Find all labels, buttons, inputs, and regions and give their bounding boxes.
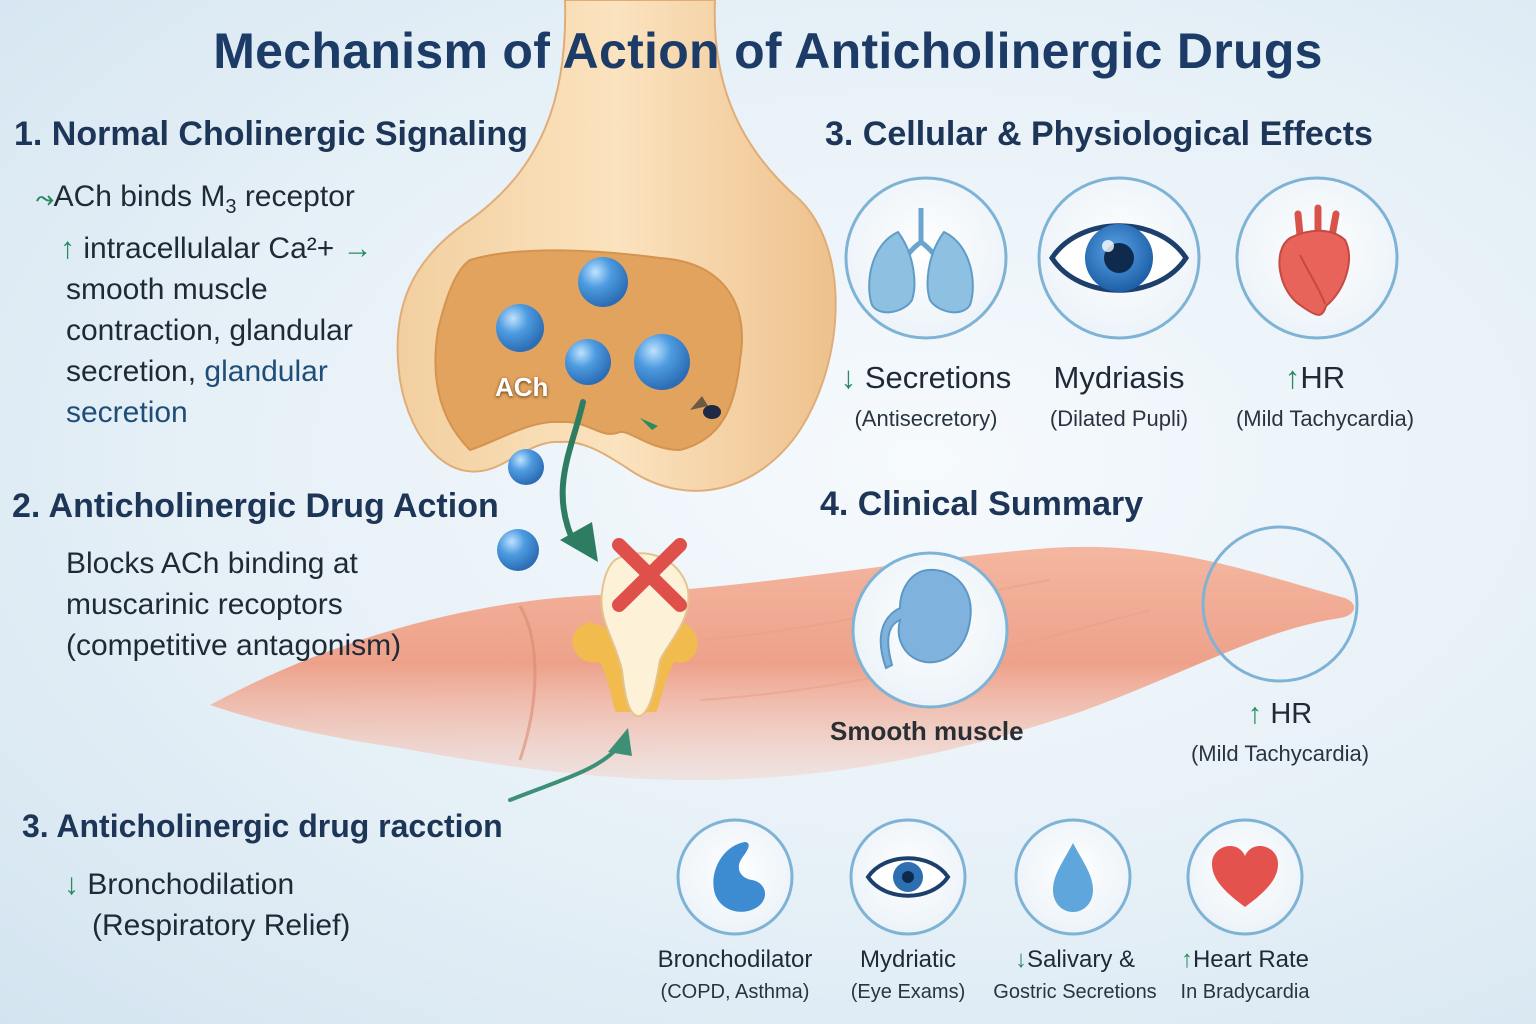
section1-heading: 1. Normal Cholinergic Signaling — [14, 115, 528, 153]
clinical-mydriatic-label: Mydriatic — [859, 946, 956, 973]
page-title: Mechanism of Action of Anticholinergic D… — [213, 23, 1323, 79]
clinical-circle-hr — [1201, 525, 1359, 683]
section2-line1: Blocks ACh binding at — [66, 547, 358, 580]
effect-mydriasis-label: Mydriasis — [1053, 360, 1185, 395]
clinical-bronchodilator-label: Bronchodilator — [657, 946, 813, 973]
section3b-text: ↓ Bronchodilation (Respiratory Relief) — [64, 864, 444, 946]
section2-line2: muscarinic recoptors — [66, 588, 343, 621]
section3-heading: 3. Cellular & Physiological Effects — [825, 115, 1373, 153]
eye-icon — [1049, 223, 1189, 293]
section1-line5: secretion, glandular — [66, 355, 328, 388]
clinical-heart-rate-sub: In Bradycardia — [1180, 981, 1310, 1003]
clinical-hr-sub: (Mild Tachycardia) — [1190, 741, 1370, 766]
ach-release-arrow — [559, 399, 598, 562]
effect-circle-lungs — [844, 176, 1008, 340]
clinical-secretions-sub: Gostric Secretions — [993, 981, 1157, 1003]
section1-text: ⤳ACh binds M3 receptor ↑ intracellulalar… — [36, 176, 436, 433]
section1-line1: ⤳ACh binds M3 receptor — [36, 180, 355, 218]
arrow-down-icon: ↓ — [840, 360, 857, 395]
clinical-bronchodilator-sub: (COPD, Asthma) — [660, 981, 810, 1003]
arrow-up-icon: ↑ — [1180, 946, 1193, 973]
smooth-muscle-label: Smooth muscle — [830, 716, 1024, 746]
section3b-line1: ↓ Bronchodilation — [64, 868, 295, 901]
clinical-mydriatic-sub: (Eye Exams) — [850, 981, 966, 1003]
section2-heading: 2. Anticholinergic Drug Action — [12, 487, 499, 525]
clinical-circle-heart-rate — [1186, 818, 1304, 936]
arrow-up-icon: ↑ — [1284, 360, 1301, 395]
effect-secretions-label: ↓ Secretions — [840, 360, 1012, 395]
section1-line6: secretion — [66, 396, 188, 429]
clinical-circle-smooth-muscle — [851, 551, 1009, 709]
section1-line3: smooth muscle — [66, 273, 268, 306]
clinical-circle-mydriatic — [849, 818, 967, 936]
arrow-down-icon: ↓ — [64, 868, 79, 901]
section3b-heading: 3. Anticholinergic drug racction — [22, 808, 503, 844]
ach-vesicles — [496, 257, 721, 571]
drug-arrow — [508, 728, 632, 802]
clinical-heart-rate-label: ↑Heart Rate — [1180, 946, 1310, 973]
section4-heading: 4. Clinical Summary — [820, 485, 1144, 523]
arrow-up-icon: ↑ — [60, 232, 75, 265]
lungs-icon — [868, 208, 974, 314]
section1-line4: contraction, glandular — [66, 314, 353, 347]
section2-text: Blocks ACh binding at muscarinic recopto… — [66, 543, 446, 666]
effect-hr-sub: (Mild Tachycardia) — [1235, 406, 1415, 431]
blocked-x-icon — [612, 538, 687, 612]
clinical-hr-label: ↑ HR — [1247, 698, 1313, 730]
section1-line2: ↑ intracellulalar Ca²+ → — [60, 232, 373, 265]
section2-line3: (competitive antagonism) — [66, 629, 402, 662]
arrow-down-icon: ↓ — [1014, 946, 1027, 973]
effect-hr-label: ↑HR — [1284, 360, 1346, 395]
ach-label: ACh — [495, 372, 549, 402]
clinical-circle-secretions — [1014, 818, 1132, 936]
effect-mydriasis-sub: (Dilated Pupli) — [1049, 406, 1189, 431]
arrow-up-icon: ↑ — [1247, 698, 1263, 730]
effect-secretions-sub: (Antisecretory) — [854, 406, 998, 431]
clinical-secretions-label: ↓Salivary & — [1014, 946, 1136, 973]
clinical-circle-bronchodilator — [676, 818, 794, 936]
heart-icon — [1278, 204, 1350, 316]
section3b-line2: (Respiratory Relief) — [92, 909, 351, 942]
arrow-right-icon: → — [342, 232, 373, 265]
